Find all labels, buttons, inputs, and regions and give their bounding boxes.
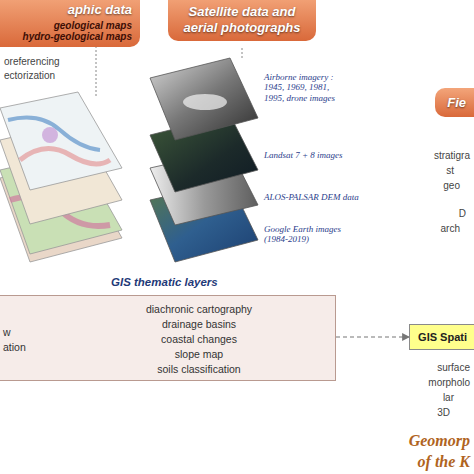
node-text: diachronic cartography (89, 303, 309, 315)
title-fragment: of the K (418, 453, 470, 471)
layer-label: Landsat 7 + 8 images (264, 150, 354, 160)
dotted-line (242, 48, 243, 60)
node-text: geological maps (2, 20, 132, 31)
source-box: Satellite data and aerial photographs (168, 0, 316, 41)
analysis-box: GIS Spati (409, 324, 474, 350)
dotted-line (96, 46, 97, 96)
analysis-item: surface (437, 362, 470, 373)
source-box: Fie (435, 88, 474, 117)
map-detail (20, 149, 110, 164)
layer-label: ALOS-PALSAR DEM data (264, 192, 364, 202)
title-fragment: Geomorp (409, 432, 470, 450)
analysis-item: morpholo (428, 377, 470, 388)
airborne-layer (150, 58, 258, 140)
field-item: geo (443, 180, 460, 191)
node-title: aphic data (2, 2, 132, 17)
analysis-item: lar (443, 392, 454, 403)
node-text: slope map (89, 348, 309, 360)
layer-label: Airborne imagery : 1945, 1969, 1981, 199… (264, 72, 348, 103)
node-title: GIS Spati (418, 331, 467, 343)
map-detail (42, 127, 58, 143)
dashed-arrow (336, 336, 409, 337)
analysis-item: 3D (437, 407, 450, 418)
layer-label: Google Earth images (1984-2019) (264, 224, 354, 245)
thematic-layers-box: GIS thematic layerswationdiachronic cart… (0, 295, 336, 381)
map-layer (0, 92, 122, 190)
node-text: w (3, 326, 11, 338)
process-note: ectorization (4, 70, 55, 81)
field-item: stratigra (434, 150, 470, 161)
node-text: drainage basins (89, 318, 309, 330)
process-note: oreferencing (4, 56, 60, 67)
field-item: arch (441, 223, 460, 234)
node-text: coastal changes (89, 333, 309, 345)
field-item: D (459, 208, 466, 219)
field-item: st (446, 165, 454, 176)
image-glare (183, 94, 227, 110)
node-title: GIS thematic layers (111, 276, 218, 288)
node-title: Satellite data and aerial photographs (176, 4, 308, 35)
node-title: Fie (447, 95, 466, 110)
source-box: aphic data geological mapshydro-geologica… (0, 0, 140, 47)
map-detail (8, 118, 100, 150)
node-text: soils classification (89, 363, 309, 375)
node-text: hydro-geological maps (2, 31, 132, 42)
node-text: ation (3, 341, 26, 353)
